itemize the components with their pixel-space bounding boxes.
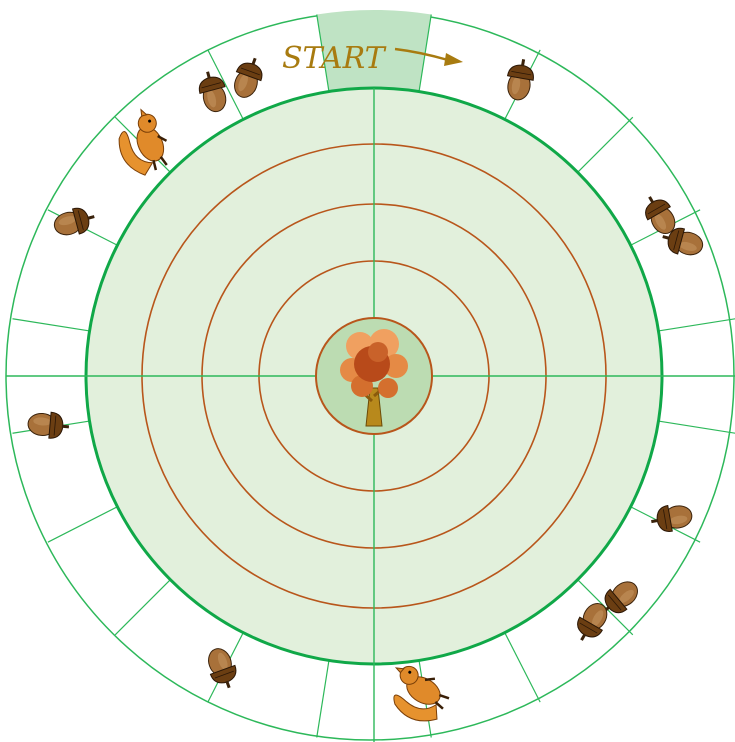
start-label: START	[282, 41, 387, 76]
